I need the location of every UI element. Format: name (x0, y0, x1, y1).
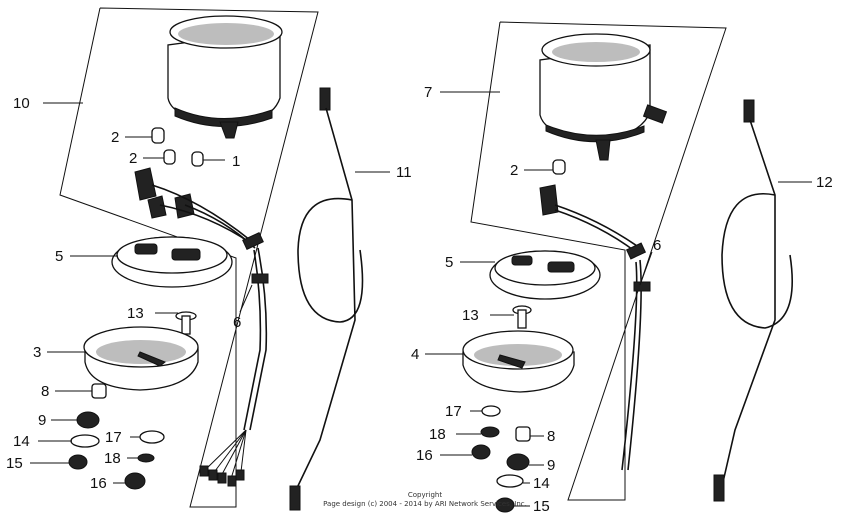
label-6-right: 6 (653, 237, 661, 254)
label-5-right: 5 (445, 254, 453, 271)
label-13-right: 13 (462, 307, 479, 324)
label-10: 10 (13, 95, 30, 112)
small-parts-right (471, 405, 531, 513)
right-assembly-outline (470, 21, 727, 501)
label-13-left: 13 (127, 305, 144, 322)
label-5-left: 5 (55, 248, 63, 265)
case-4-right (462, 330, 575, 393)
speedometer-cable-11 (289, 87, 364, 511)
copyright-footer: Copyright Page design (c) 2004 - 2014 by… (323, 491, 527, 508)
tachometer-housing-right (539, 33, 668, 161)
tachometer-cable-12 (713, 99, 793, 502)
label-8-right: 8 (547, 428, 555, 445)
label-2-lower: 2 (129, 150, 137, 167)
small-parts-left (68, 383, 165, 490)
label-15-right: 15 (533, 498, 550, 515)
ring-5-left (111, 236, 233, 288)
label-2-right: 2 (510, 162, 518, 179)
leader-lines (30, 91, 812, 507)
label-14-left: 14 (13, 433, 30, 450)
case-3-left (83, 326, 199, 391)
left-assembly-outline (59, 7, 319, 508)
label-8-left: 8 (41, 383, 49, 400)
label-17-right: 17 (445, 403, 462, 420)
label-1: 1 (232, 153, 240, 170)
bulb-sockets-left (134, 127, 269, 431)
label-9-right: 9 (547, 457, 555, 474)
label-16-left: 16 (90, 475, 107, 492)
copyright-line-1: Copyright (408, 491, 442, 499)
label-9-left: 9 (38, 412, 46, 429)
speedometer-housing-left (167, 15, 283, 139)
part-number-labels: 10 2 2 1 5 13 6 3 8 9 14 17 18 15 16 11 … (6, 84, 833, 515)
bolt-13-left (175, 311, 197, 335)
label-2-upper: 2 (111, 129, 119, 146)
label-11: 11 (396, 164, 412, 181)
label-16-right: 16 (416, 447, 433, 464)
ring-5-right (489, 250, 601, 300)
bulb-socket-right (539, 159, 651, 471)
label-7: 7 (424, 84, 432, 101)
label-18-right: 18 (429, 426, 446, 443)
copyright-line-2: Page design (c) 2004 - 2014 by ARI Netwo… (323, 500, 527, 508)
label-17-left: 17 (105, 429, 122, 446)
label-18-left: 18 (104, 450, 121, 467)
label-6-left: 6 (233, 314, 241, 331)
label-15-left: 15 (6, 455, 23, 472)
wire-ends-left (199, 429, 247, 487)
label-14-right: 14 (533, 475, 550, 492)
label-4: 4 (411, 346, 419, 363)
bolt-13-right (512, 305, 532, 329)
label-3: 3 (33, 344, 41, 361)
label-12: 12 (816, 174, 833, 191)
